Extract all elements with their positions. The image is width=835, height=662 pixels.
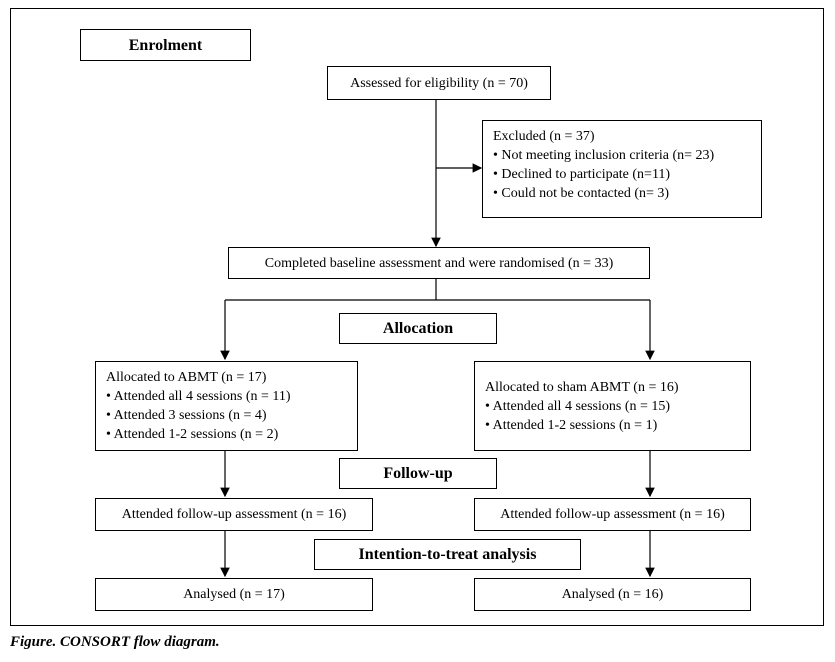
abmt-item: • Attended 3 sessions (n = 4) xyxy=(106,408,267,423)
abmt-item: • Attended 1-2 sessions (n = 2) xyxy=(106,427,279,442)
sham-title: Allocated to sham ABMT (n = 16) xyxy=(485,380,679,395)
excluded-item: • Not meeting inclusion criteria (n= 23) xyxy=(493,148,715,163)
allocation-header: Allocation xyxy=(339,313,497,344)
excluded-item: • Could not be contacted (n= 3) xyxy=(493,186,670,201)
excluded-box: Excluded (n = 37) • Not meeting inclusio… xyxy=(482,120,762,218)
abmt-box: Allocated to ABMT (n = 17) • Attended al… xyxy=(95,361,358,451)
sham-box: Allocated to sham ABMT (n = 16) • Attend… xyxy=(474,361,751,451)
enrolment-header: Enrolment xyxy=(80,29,251,61)
followup-header: Follow-up xyxy=(339,458,497,489)
itt-header: Intention-to-treat analysis xyxy=(314,539,581,570)
assessed-box: Assessed for eligibility (n = 70) xyxy=(327,66,551,100)
sham-item: • Attended all 4 sessions (n = 15) xyxy=(485,399,671,414)
excluded-item: • Declined to participate (n=11) xyxy=(493,167,671,182)
diagram-frame xyxy=(10,8,824,626)
followup-right-box: Attended follow-up assessment (n = 16) xyxy=(474,498,751,531)
analysed-right-box: Analysed (n = 16) xyxy=(474,578,751,611)
sham-item: • Attended 1-2 sessions (n = 1) xyxy=(485,418,658,433)
analysed-left-box: Analysed (n = 17) xyxy=(95,578,373,611)
figure-caption: Figure. CONSORT flow diagram. xyxy=(10,634,220,650)
followup-left-box: Attended follow-up assessment (n = 16) xyxy=(95,498,373,531)
abmt-title: Allocated to ABMT (n = 17) xyxy=(106,370,267,385)
excluded-title: Excluded (n = 37) xyxy=(493,129,595,144)
randomised-box: Completed baseline assessment and were r… xyxy=(228,247,650,279)
abmt-item: • Attended all 4 sessions (n = 11) xyxy=(106,389,291,404)
